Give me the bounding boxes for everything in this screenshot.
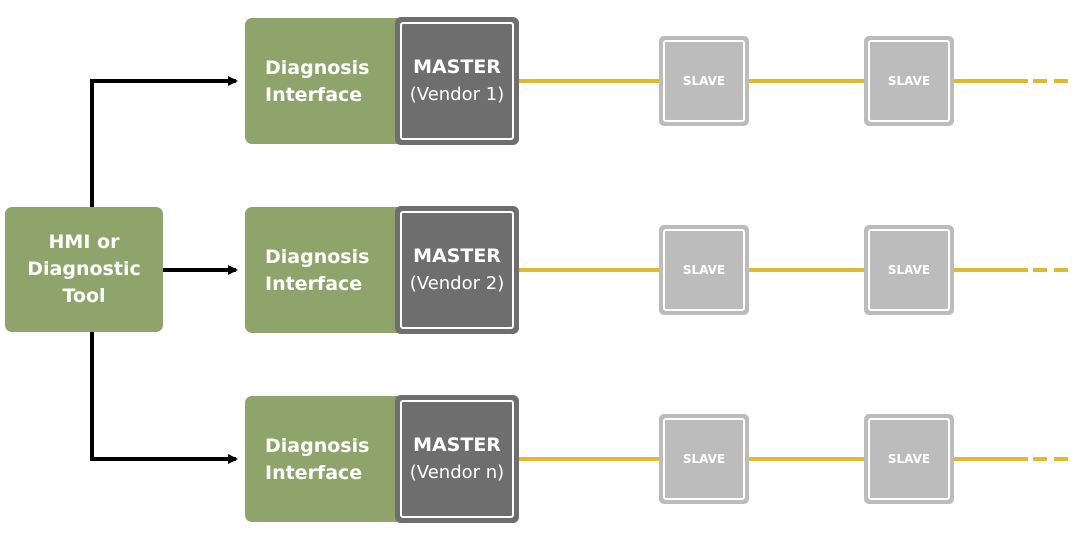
diagnosis-label-line-1: Diagnosis bbox=[265, 57, 370, 79]
slave-box: SLAVE bbox=[864, 414, 954, 504]
diagnosis-interface-label: Diagnosis Interface bbox=[265, 55, 369, 109]
master-title: MASTER bbox=[413, 434, 501, 456]
master-inner-frame: MASTER (Vendor 2) bbox=[400, 211, 514, 329]
diagnosis-label-line-1: Diagnosis bbox=[265, 435, 370, 457]
slave-box: SLAVE bbox=[659, 225, 749, 315]
slave-box: SLAVE bbox=[659, 36, 749, 126]
master-inner-frame: MASTER (Vendor n) bbox=[400, 400, 514, 518]
diagnosis-interface-label: Diagnosis Interface bbox=[265, 433, 369, 487]
arrow-to-row-3 bbox=[90, 332, 238, 464]
diagnosis-label-line-2: Interface bbox=[265, 462, 363, 484]
hmi-label-line-1: HMI or bbox=[48, 231, 120, 253]
master-vendor: (Vendor n) bbox=[409, 462, 505, 483]
network-row-2: Diagnosis Interface MASTER (Vendor 2) SL… bbox=[0, 206, 1085, 335]
master-title: MASTER bbox=[413, 245, 501, 267]
hmi-diagnostic-tool-box: HMI or Diagnostic Tool bbox=[5, 207, 163, 332]
master-inner-frame: MASTER (Vendor 1) bbox=[400, 22, 514, 140]
diagnosis-interface-box: Diagnosis Interface MASTER (Vendor n) bbox=[245, 395, 519, 523]
network-row-1: Diagnosis Interface MASTER (Vendor 1) SL… bbox=[0, 17, 1085, 146]
diagnosis-label-line-1: Diagnosis bbox=[265, 246, 370, 268]
arrow-to-row-1 bbox=[90, 76, 238, 207]
master-title: MASTER bbox=[413, 56, 501, 78]
diagnosis-interface-box: Diagnosis Interface MASTER (Vendor 2) bbox=[245, 206, 519, 334]
network-row-3: Diagnosis Interface MASTER (Vendor n) SL… bbox=[0, 395, 1085, 524]
diagnosis-interface-label: Diagnosis Interface bbox=[265, 244, 369, 298]
slave-label: SLAVE bbox=[868, 229, 950, 311]
slave-label: SLAVE bbox=[663, 229, 745, 311]
slave-box: SLAVE bbox=[659, 414, 749, 504]
master-vendor: (Vendor 1) bbox=[409, 84, 505, 105]
hmi-label-line-3: Tool bbox=[62, 285, 106, 307]
diagnosis-label-line-2: Interface bbox=[265, 273, 363, 295]
slave-label: SLAVE bbox=[663, 40, 745, 122]
diagnosis-interface-box: Diagnosis Interface MASTER (Vendor 1) bbox=[245, 17, 519, 145]
slave-label: SLAVE bbox=[868, 40, 950, 122]
diagnosis-label-line-2: Interface bbox=[265, 84, 363, 106]
slave-label: SLAVE bbox=[868, 418, 950, 500]
slave-box: SLAVE bbox=[864, 225, 954, 315]
slave-box: SLAVE bbox=[864, 36, 954, 126]
master-vendor: (Vendor 2) bbox=[409, 273, 505, 294]
master-box: MASTER (Vendor 2) bbox=[395, 206, 519, 334]
master-box: MASTER (Vendor n) bbox=[395, 395, 519, 523]
slave-label: SLAVE bbox=[663, 418, 745, 500]
hmi-label-line-2: Diagnostic bbox=[27, 258, 141, 280]
master-box: MASTER (Vendor 1) bbox=[395, 17, 519, 145]
